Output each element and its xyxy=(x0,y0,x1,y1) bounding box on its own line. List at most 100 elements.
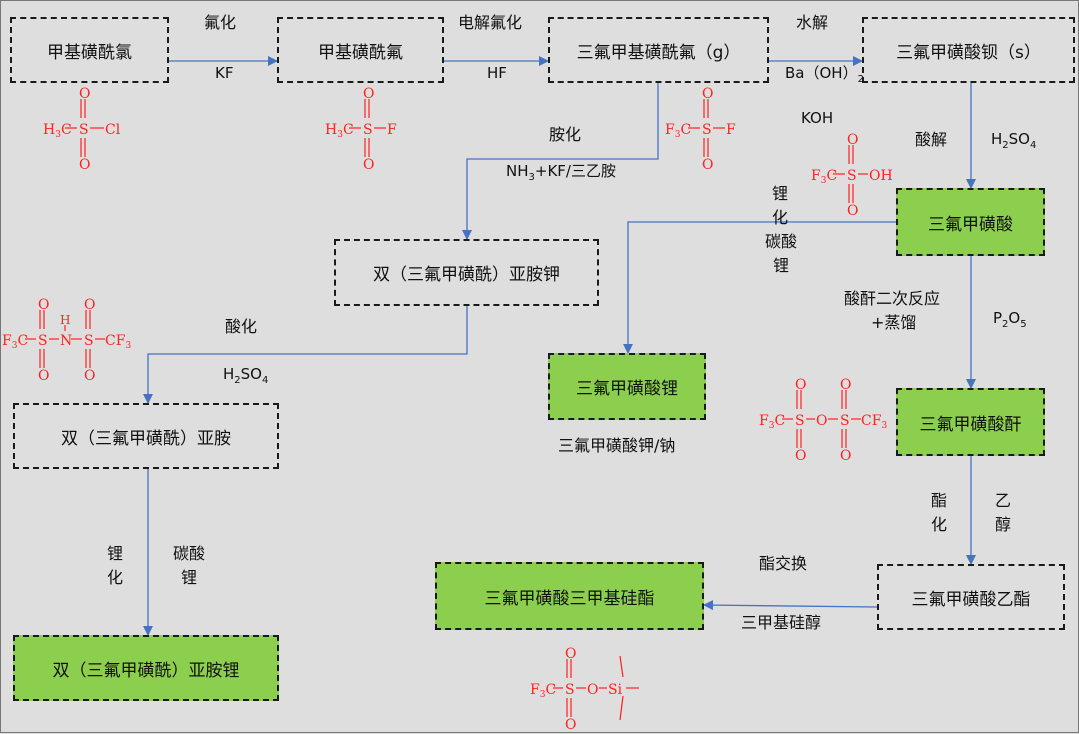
box-potassium-tfsi: 双（三氟甲磺酰）亚胺钾 xyxy=(334,239,599,306)
structure-methanesulfonyl-fluoride: O S O H3C F xyxy=(325,86,397,171)
svg-text:CF3: CF3 xyxy=(861,413,887,431)
sulfuric-acid-2-h: H xyxy=(223,365,235,383)
barium-hydroxide-text: Ba（OH） xyxy=(785,64,858,82)
box-htfsi: 双（三氟甲磺酰）亚胺 xyxy=(13,403,279,469)
svg-text:O: O xyxy=(363,86,374,102)
nh3-text: NH xyxy=(506,162,529,180)
svg-text:N: N xyxy=(60,333,72,349)
svg-text:F3C: F3C xyxy=(2,333,28,351)
svg-text:OH: OH xyxy=(869,168,893,184)
svg-text:F3C: F3C xyxy=(665,122,691,140)
svg-text:O: O xyxy=(565,717,576,732)
p2o5-o: O xyxy=(1008,309,1021,327)
label-nh3-kf-triethylamine: NH3+KF/三乙胺 xyxy=(506,162,616,184)
svg-text:Cl: Cl xyxy=(105,122,121,138)
nh3-subscript: 3 xyxy=(528,172,535,183)
label-distillation: +蒸馏 xyxy=(871,313,917,332)
sulfuric-acid-2-so: SO xyxy=(240,365,262,383)
svg-text:O: O xyxy=(840,377,851,393)
box-tms-triflate: 三氟甲磺酸三甲基硅酯 xyxy=(435,562,704,630)
svg-text:O: O xyxy=(702,157,713,171)
svg-text:F3C: F3C xyxy=(759,413,785,431)
svg-text:O: O xyxy=(702,86,713,102)
svg-text:H: H xyxy=(60,313,70,327)
sulfuric-acid-2-sub-4: 4 xyxy=(261,375,269,386)
label-esterification: 酯 化 xyxy=(931,491,948,534)
box-methanesulfonyl-fluoride: 甲基磺酰氟 xyxy=(277,17,444,83)
kf-triethylamine-text: +KF/三乙胺 xyxy=(534,162,616,180)
svg-text:S: S xyxy=(840,413,850,429)
label-kf: KF xyxy=(215,64,234,82)
svg-text:O: O xyxy=(84,297,95,313)
label-transesterification: 酯交换 xyxy=(759,554,808,573)
label-lithiation-left: 锂 化 xyxy=(107,544,124,587)
barium-hydroxide-subscript: 2 xyxy=(857,74,864,85)
svg-text:S: S xyxy=(702,122,712,138)
label-phosphorus-pentoxide: P2O5 xyxy=(993,309,1027,331)
box-methanesulfonyl-chloride: 甲基磺酰氯 xyxy=(10,17,169,83)
label-acidification: 酸化 xyxy=(225,317,258,336)
svg-text:Si: Si xyxy=(608,682,623,698)
label-acidolysis: 酸解 xyxy=(915,130,948,149)
arrow-b12-b11 xyxy=(703,600,878,611)
label-lithium-carbonate-left: 碳酸 锂 xyxy=(173,544,206,587)
svg-text:F3C: F3C xyxy=(811,168,837,186)
box-ethyl-triflate: 三氟甲磺酸乙酯 xyxy=(877,564,1065,630)
svg-text:S: S xyxy=(795,413,805,429)
label-electrochemical-fluorination: 电解氟化 xyxy=(458,13,523,32)
sulfuric-acid-1-so: SO xyxy=(1008,130,1030,148)
label-koh: KOH xyxy=(801,109,834,127)
box-lithium-triflate: 三氟甲磺酸锂 xyxy=(548,353,706,420)
sulfuric-acid-1-sub-2: 2 xyxy=(1002,140,1009,151)
svg-text:O: O xyxy=(795,377,806,393)
label-trimethylsilanol: 三甲基硅醇 xyxy=(741,613,822,632)
label-hf: HF xyxy=(487,64,507,82)
label-sulfuric-acid-2: H2SO4 xyxy=(223,365,268,387)
svg-text:S: S xyxy=(84,333,94,349)
svg-text:O: O xyxy=(38,297,49,313)
arrow-b6-b7 xyxy=(143,306,468,404)
structure-tfsi: O S O O S O N H F3C CF3 xyxy=(2,297,131,384)
label-sulfuric-acid-1: H2SO4 xyxy=(991,130,1036,152)
sulfuric-acid-1-h: H xyxy=(991,130,1003,148)
label-hydrolysis: 水解 xyxy=(796,13,829,32)
sulfuric-acid-2-sub-2: 2 xyxy=(234,375,241,386)
label-anhydride-reaction: 酸酐二次反应 xyxy=(844,289,941,308)
svg-text:F3C: F3C xyxy=(530,682,556,700)
label-barium-hydroxide: Ba（OH）2 xyxy=(785,64,864,86)
svg-text:S: S xyxy=(847,168,857,184)
svg-text:O: O xyxy=(840,448,851,464)
label-potassium-sodium-triflate: 三氟甲磺酸钾/钠 xyxy=(558,436,676,455)
label-ethanol: 乙 醇 xyxy=(995,491,1012,534)
svg-text:S: S xyxy=(565,682,575,698)
box-triflic-anhydride: 三氟甲磺酸酐 xyxy=(896,388,1045,456)
svg-text:CF3: CF3 xyxy=(105,333,131,351)
p2o5-sub-2: 2 xyxy=(1002,319,1009,330)
box-triflic-acid: 三氟甲磺酸 xyxy=(896,188,1045,256)
p2o5-sub-5: 5 xyxy=(1020,319,1027,330)
svg-text:O: O xyxy=(847,203,858,217)
svg-text:F: F xyxy=(726,122,736,138)
box-trifluoromethanesulfonyl-fluoride: 三氟甲基磺酰氟（g） xyxy=(548,17,769,83)
svg-text:O: O xyxy=(847,132,858,148)
sulfuric-acid-1-sub-4: 4 xyxy=(1029,140,1037,151)
structure-methanesulfonyl-chloride: O S O H3C Cl xyxy=(43,86,121,171)
label-fluorination: 氟化 xyxy=(204,13,237,32)
arrow-b5-b8 xyxy=(623,221,896,354)
svg-text:O: O xyxy=(816,413,827,429)
structure-triflic-anhydride: O S O O S O O F3C CF3 xyxy=(759,377,887,464)
box-litfsi: 双（三氟甲磺酰）亚胺锂 xyxy=(13,635,279,701)
arrow-b3-b6 xyxy=(462,83,659,240)
box-barium-triflate: 三氟甲磺酸钡（s） xyxy=(862,17,1075,83)
svg-text:O: O xyxy=(565,646,576,662)
svg-text:H3C: H3C xyxy=(325,122,354,140)
label-lithium-carbonate-right: 碳酸 锂 xyxy=(765,232,798,275)
svg-text:H3C: H3C xyxy=(43,122,72,140)
label-lithiation-right: 锂 化 xyxy=(772,184,789,227)
svg-text:O: O xyxy=(38,368,49,384)
svg-text:O: O xyxy=(79,157,90,171)
svg-text:F: F xyxy=(387,122,397,138)
structure-tms-triflate: O S O O Si F3C xyxy=(530,646,639,732)
